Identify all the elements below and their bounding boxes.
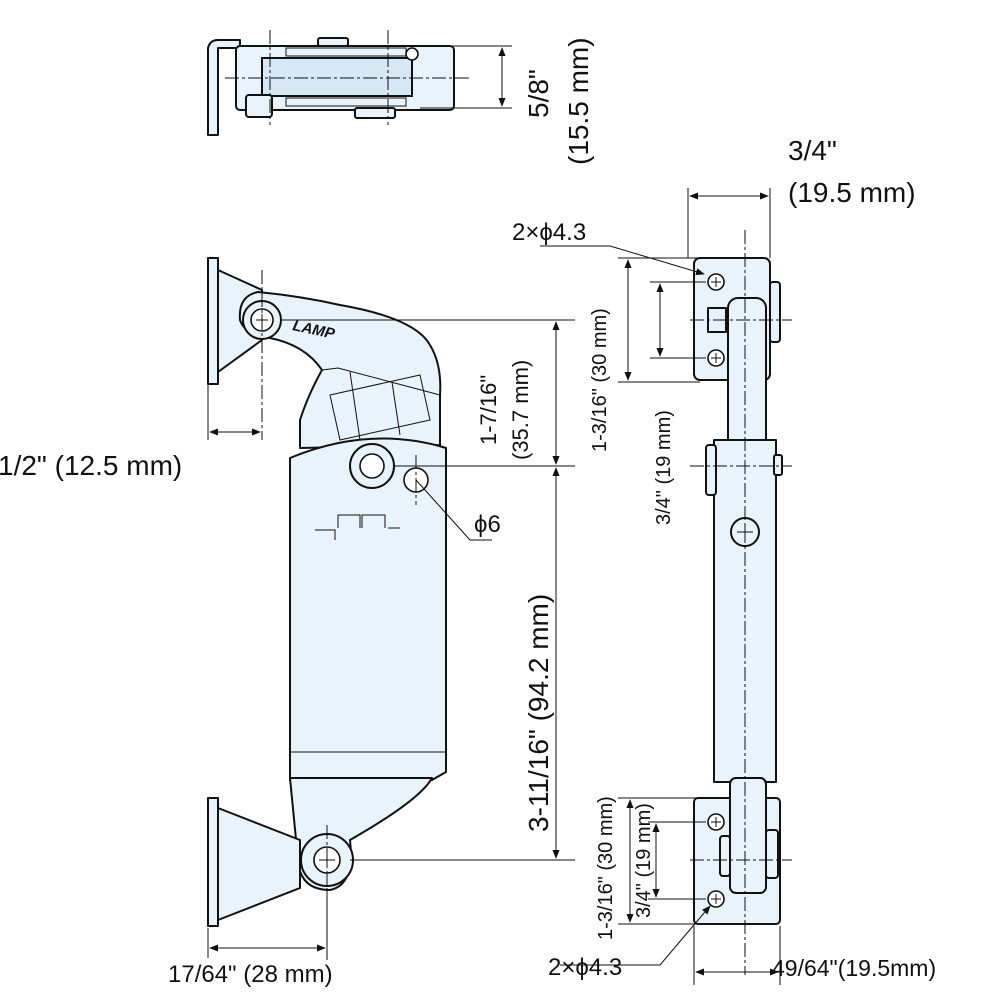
upper-arm-in-label: 1-7/16": [476, 375, 501, 445]
top-view-bracket: [207, 39, 241, 136]
hole-bottom-spacing-inner-label: 3/4" (19 mm): [633, 803, 655, 918]
top-height-in-label: 5/8": [523, 69, 554, 118]
upper-arm-mm-label: (35.7 mm): [508, 360, 533, 460]
top-view-pin: [405, 47, 419, 61]
main-body: [289, 437, 447, 781]
body-logo: [315, 514, 400, 540]
side-view: 3/4" (19.5 mm): [512, 135, 936, 985]
hole-bottom-label: 2×ϕ4.3: [548, 954, 622, 981]
top-view-arm: [261, 57, 413, 97]
body-length-label: 3-11/16" (94.2 mm): [523, 594, 554, 832]
hole-bottom-spacing-outer-label: 1-3/16" (30 mm): [595, 796, 617, 940]
lower-mount-plate: [207, 797, 219, 927]
top-view: 5/8" (15.5 mm): [207, 30, 594, 165]
hole-top-label: 2×ϕ4.3: [512, 219, 586, 246]
pin-dia-label: ϕ6: [474, 511, 501, 538]
hole-top-spacing-outer-label: 1-3/16" (30 mm): [589, 308, 611, 452]
side-upper-link: [727, 297, 767, 464]
side-width-mm-label: (19.5 mm): [788, 177, 916, 208]
side-width-in-label: 3/4": [788, 135, 837, 166]
hole-top-spacing-inner-label: 3/4" (19 mm): [653, 410, 675, 525]
pivot-offset-label: 1/2" (12.5 mm): [0, 450, 182, 481]
bottom-offset-label: 17/64" (28 mm): [168, 961, 333, 988]
upper-mount-plate: [207, 257, 219, 385]
bottom-width-label: 49/64"(19.5mm): [772, 955, 936, 981]
front-view: LAMP 1/2" (12.5 mm) 1-7/: [0, 257, 575, 988]
top-height-mm-label: (15.5 mm): [563, 37, 594, 165]
